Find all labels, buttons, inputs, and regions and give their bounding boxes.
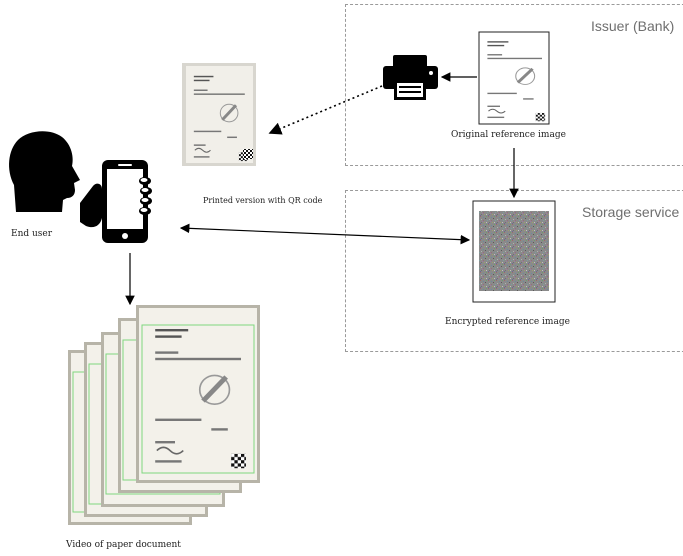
storage-region-label: Storage service [582, 204, 680, 220]
caption-original-reference: Original reference image [451, 130, 566, 140]
video-frame-front [136, 305, 260, 483]
printed-document-photo [182, 63, 256, 166]
arrow-printer-to-printed [268, 85, 383, 135]
original-reference-document [478, 31, 550, 125]
caption-printed-version: Printed version with QR code [203, 196, 323, 205]
printer-icon [383, 55, 438, 100]
caption-end-user: End user [11, 229, 53, 239]
caption-video: Video of paper document [66, 540, 181, 550]
arrow-phone-storage [179, 223, 471, 245]
smartphone-in-hand-icon [80, 160, 152, 243]
encrypted-reference-image [472, 200, 556, 303]
caption-encrypted-reference: Encrypted reference image [445, 317, 570, 327]
issuer-region-label: Issuer (Bank) [591, 18, 675, 34]
person-head-icon [9, 131, 80, 212]
video-frames-stack [68, 305, 260, 525]
qr-code-icon [243, 149, 253, 159]
